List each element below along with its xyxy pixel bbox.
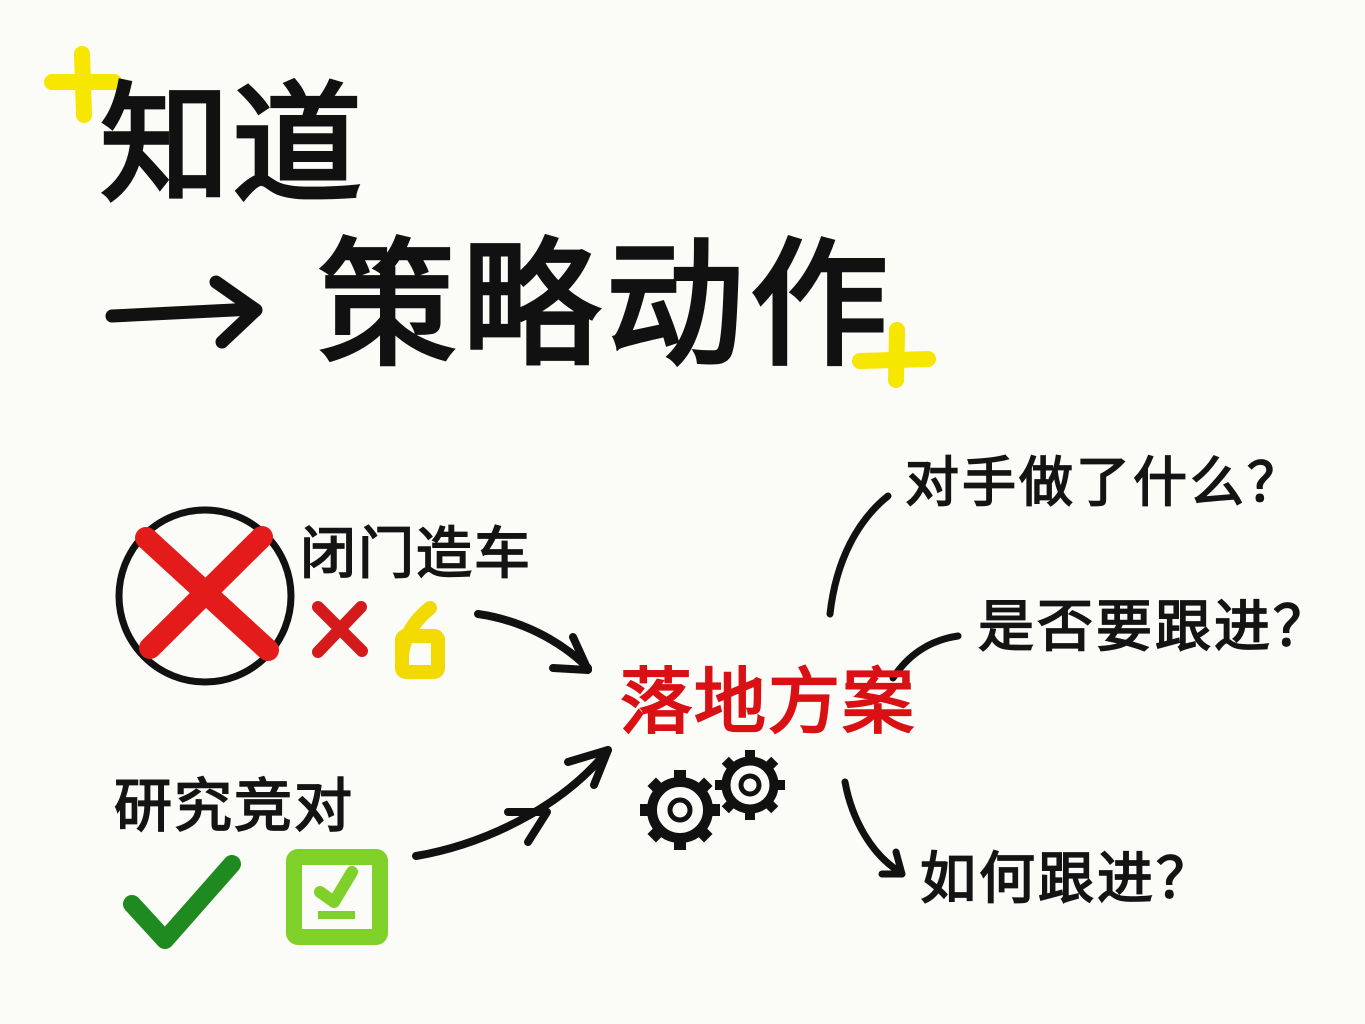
question-how-to-follow: 如何跟进？ xyxy=(920,847,1215,912)
green-check-icon xyxy=(123,855,241,949)
gears-icon xyxy=(640,750,785,850)
arrow-research-to-hub xyxy=(412,746,612,860)
question-follow-or-not: 是否要跟进？ xyxy=(978,595,1332,660)
label-closed-door: 闭门造车 xyxy=(300,522,532,587)
yellow-6-doodle-inner xyxy=(412,646,426,662)
green-checkbox-icon xyxy=(286,849,388,945)
title-line-1: 知道 xyxy=(100,68,365,221)
branch-to-q3 xyxy=(841,778,906,878)
red-x-icon xyxy=(312,601,368,658)
title-line-2: 策略动作 xyxy=(318,223,895,386)
arrow-closed-to-hub xyxy=(474,610,592,674)
branch-to-q1 xyxy=(826,492,892,618)
yellow-6-doodle-icon xyxy=(395,601,445,679)
hub-label: 落地方案 xyxy=(620,660,917,744)
title-arrow-icon xyxy=(105,275,263,349)
label-research-competitors: 研究竞对 xyxy=(114,772,355,840)
red-x-circle-icon xyxy=(115,506,295,686)
question-what-did-rivals-do: 对手做了什么？ xyxy=(905,451,1304,514)
